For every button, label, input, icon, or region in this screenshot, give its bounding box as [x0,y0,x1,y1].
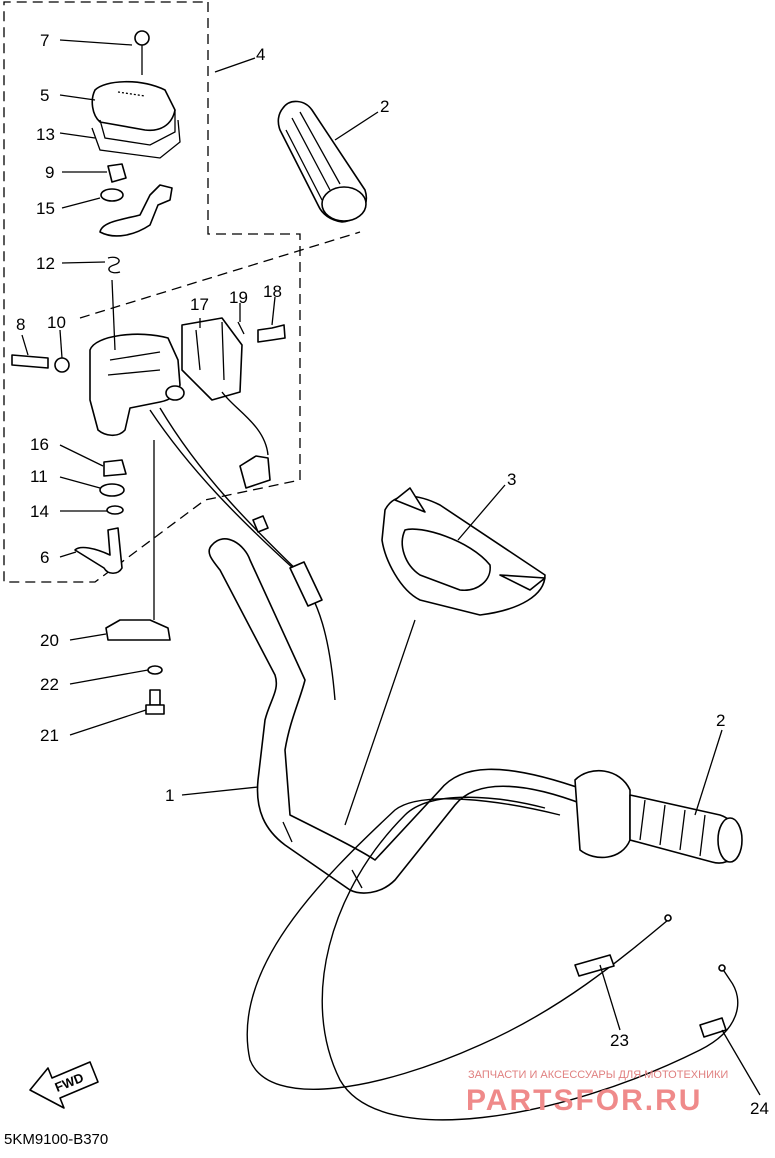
callout-labels: 7 5 13 9 15 12 4 2 3 8 10 17 19 18 16 11… [16,31,769,1118]
callout-8: 8 [16,315,25,334]
throttle-cables [246,796,739,1121]
callout-19: 19 [229,288,248,307]
callout-10: 10 [47,313,66,332]
callout-18: 18 [263,282,282,301]
left-grip [277,100,367,223]
clamp-parts [105,619,171,715]
housing-cable [149,407,336,701]
callout-17: 17 [190,295,209,314]
callout-7: 7 [40,31,49,50]
callout-1: 1 [165,786,174,805]
callout-9: 9 [45,163,54,182]
switch-cover [91,30,176,146]
callout-23: 23 [610,1031,629,1050]
callout-16: 16 [30,435,49,454]
callout-22: 22 [40,675,59,694]
forward-arrow-icon: FWD [29,1061,99,1109]
callout-11: 11 [30,467,48,486]
watermark-brand: PARTSFOR.RU [466,1084,702,1117]
callout-6: 6 [40,548,49,567]
assembly-boundary [3,1,361,583]
switch-assembly [181,317,286,489]
handlebar-pad [381,487,546,616]
callout-20: 20 [40,631,59,650]
callout-24: 24 [750,1099,769,1118]
callout-3: 3 [507,470,516,489]
callout-13: 13 [36,125,55,144]
callout-21: 21 [40,726,59,745]
callout-4: 4 [256,45,265,64]
callout-2-right: 2 [716,711,725,730]
right-grip [574,769,743,864]
callout-12: 12 [36,254,55,273]
callout-5: 5 [40,86,49,105]
leader-lines [21,39,761,1096]
callout-14: 14 [30,502,49,521]
diagram-code: 5KM9100-B370 [4,1131,108,1148]
callout-15: 15 [36,199,55,218]
cover-gasket [91,119,181,159]
watermark-tagline: ЗАПЧАСТИ И АКСЕССУАРЫ ДЛЯ МОТОТЕХНИКИ [468,1069,728,1081]
switch-housing [11,333,185,575]
callout-2-left: 2 [380,97,389,116]
watermark: ЗАПЧАСТИ И АКСЕССУАРЫ ДЛЯ МОТОТЕХНИКИ PA… [466,1069,728,1117]
small-parts-upper [99,163,173,274]
